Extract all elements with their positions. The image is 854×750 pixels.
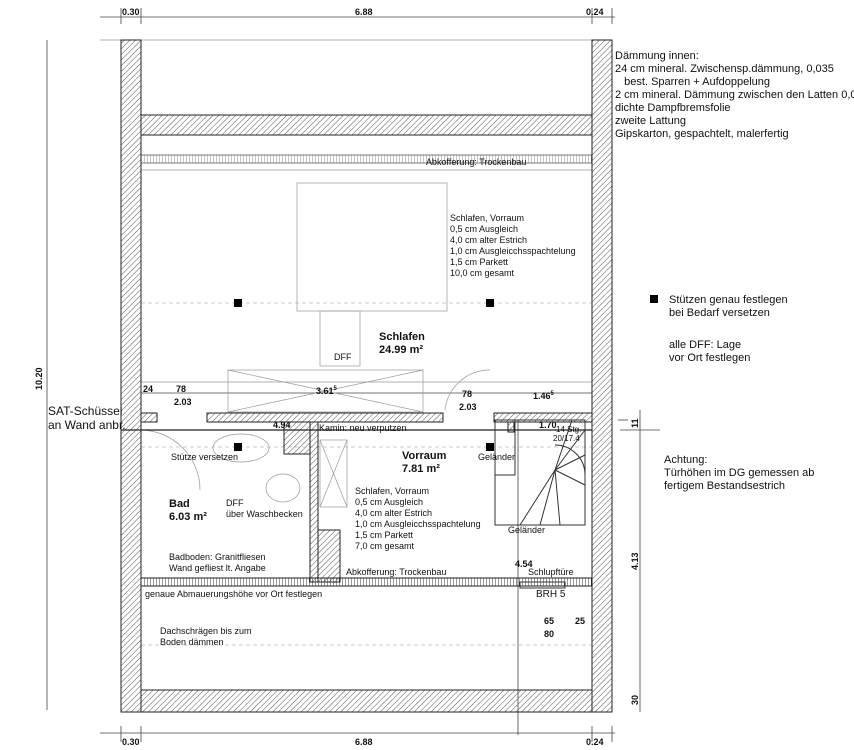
stairs-ratio: 20/17.4 (553, 434, 580, 443)
abkofferung-top: Abkofferung: Trockenbau (426, 157, 527, 167)
dim-203a: 2.03 (174, 397, 192, 407)
dim-bottom-left: 0.30 (122, 737, 140, 747)
stuetze-label: Stütze versetzen (171, 452, 239, 462)
schlupftuere-label: Schlupftüre (528, 567, 574, 577)
dim-25: 25 (575, 616, 586, 626)
schlafen-dff: DFF (334, 352, 352, 362)
support-posts (234, 295, 658, 451)
dimension-lines (46, 8, 660, 742)
support-post (234, 443, 242, 451)
gelaender-label-1: Geländer (478, 452, 516, 462)
dim-top-left: 0.30 (122, 7, 140, 17)
dim-78a: 78 (176, 384, 187, 394)
dim-78b: 78 (462, 389, 473, 399)
dim-454: 4.54 (515, 559, 533, 569)
legend-support-post (650, 295, 658, 303)
dim-right-413: 4.13 (630, 552, 640, 570)
dim-494: 4.94 (273, 420, 291, 430)
dim-top-right: 0.24 (586, 7, 604, 17)
dim-bottom-mid: 6.88 (355, 737, 373, 747)
dim-right-30: 30 (630, 694, 640, 705)
walls (120, 39, 613, 713)
dim-80: 80 (544, 629, 555, 639)
dim-bottom-right: 0.24 (586, 737, 604, 747)
dim-65: 65 (544, 616, 555, 626)
dim-146: 1.465 (533, 391, 554, 401)
dim-right-11: 11 (630, 418, 640, 428)
dim-top-mid: 6.88 (355, 7, 373, 17)
kamin-label: Kamin: neu verputzen (319, 423, 407, 433)
support-post (486, 443, 494, 451)
staircase (494, 419, 586, 589)
stairs-count: 14 Stg. (556, 425, 582, 434)
dim-24: 24 (143, 384, 154, 394)
abkofferung-bottom: Abkofferung: Trockenbau (346, 567, 447, 577)
support-post (486, 299, 494, 307)
dim-361: 3.615 (316, 386, 337, 396)
brh-label: BRH 5 (536, 589, 566, 600)
support-post (234, 299, 242, 307)
abmauerung-label: genaue Abmauerungshöhe vor Ort festlegen (145, 589, 323, 599)
gelaender-label-2: Geländer (508, 525, 546, 535)
dim-170: 1.70 (539, 420, 557, 430)
dim-203b: 2.03 (459, 402, 477, 412)
insulation-note: Dämmung innen:24 cm mineral. Zwischensp.… (615, 50, 854, 140)
dim-left-total: 10.20 (34, 367, 44, 390)
